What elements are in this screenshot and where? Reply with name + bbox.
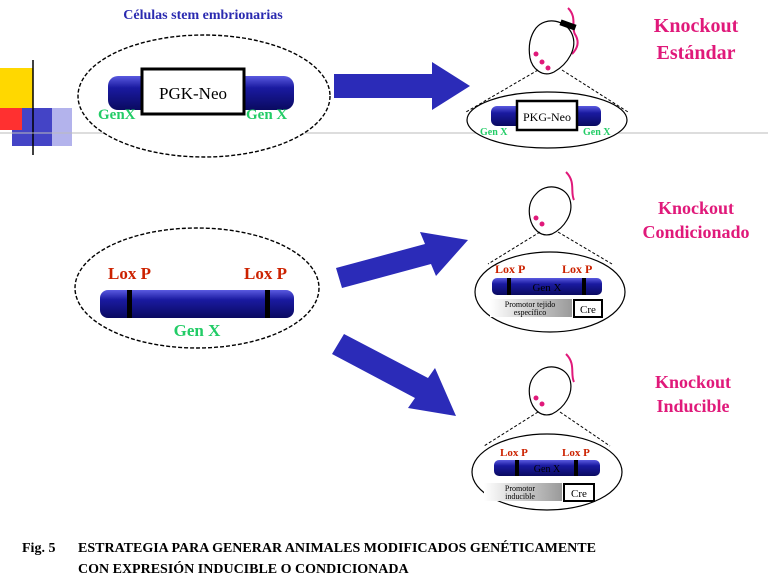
standard-knockout-title-2: Estándar — [657, 42, 736, 64]
caption-line-2: CON EXPRESIÓN INDUCIBLE O CONDICIONADA — [78, 560, 409, 577]
arrow-to-inducible-knockout — [332, 334, 456, 416]
ind-loxp-site-right — [574, 460, 578, 476]
loxp-site-left — [127, 290, 132, 318]
small-pkg-neo-label: PKG-Neo — [523, 110, 571, 124]
arrow-to-standard-knockout — [334, 62, 470, 110]
ind-cre-label: Cre — [571, 488, 587, 500]
ind-loxp-right: Lox P — [562, 447, 590, 459]
mouse-icon — [528, 7, 579, 75]
ind-gene-bar — [494, 460, 600, 476]
caption-line-1: ESTRATEGIA PARA GENERAR ANIMALES MODIFIC… — [78, 539, 596, 556]
cond-cre-box — [573, 299, 603, 318]
ind-promoter-line1: Promotor — [505, 484, 536, 493]
embryonic-stem-cells-title: Células stem embrionarias — [123, 8, 283, 23]
loxp-label-left: Lox P — [108, 264, 151, 283]
ind-promoter-line2: inducible — [505, 492, 535, 501]
loxp-site-right — [265, 290, 270, 318]
cond-loxp-left: Lox P — [495, 262, 525, 276]
conditional-knockout-title-2: Condicionado — [642, 222, 749, 242]
cond-loxp-site-right — [582, 278, 586, 295]
inducible-knockout-title-2: Inducible — [656, 396, 729, 416]
gene-x-bar-floxed — [100, 290, 294, 318]
cond-loxp-right: Lox P — [562, 262, 592, 276]
cond-gene-bar — [492, 278, 602, 295]
cond-promoter-line1: Promotor tejido — [505, 300, 555, 309]
ind-loxp-left: Lox P — [500, 447, 528, 459]
small-gene-label-left: Gen X — [480, 127, 508, 138]
ind-loxp-site-left — [515, 460, 519, 476]
corner-decoration — [0, 60, 768, 155]
small-pkg-neo-cassette — [515, 99, 579, 132]
cond-promoter-line2: específico — [514, 308, 546, 317]
cond-cre-label: Cre — [580, 304, 596, 316]
standard-knockout-title-1: Knockout — [654, 15, 739, 37]
mouse-icon — [528, 353, 575, 416]
pgk-neo-cassette — [140, 67, 246, 116]
gene-label-right: Gen X — [246, 107, 287, 123]
ind-gene-label: Gen X — [534, 464, 561, 475]
figure-label: Fig. 5 — [22, 541, 55, 556]
cond-promoter-box — [490, 299, 572, 317]
cond-loxp-site-left — [507, 278, 511, 295]
inducible-knockout-title-1: Knockout — [655, 372, 731, 392]
mouse-icon — [528, 171, 575, 236]
floxed-gene-label: Gen X — [174, 321, 221, 340]
cond-gene-label: Gen X — [532, 282, 561, 294]
arrow-to-conditional-knockout — [336, 232, 468, 288]
ind-promoter-box — [484, 483, 562, 501]
gene-label-left: GenX — [98, 107, 136, 123]
ind-cre-box — [563, 483, 595, 502]
conditional-knockout-title-1: Knockout — [658, 198, 734, 218]
small-gene-label-right: Gen X — [583, 127, 611, 138]
loxp-label-right: Lox P — [244, 264, 287, 283]
pgk-neo-label: PGK-Neo — [159, 84, 227, 103]
